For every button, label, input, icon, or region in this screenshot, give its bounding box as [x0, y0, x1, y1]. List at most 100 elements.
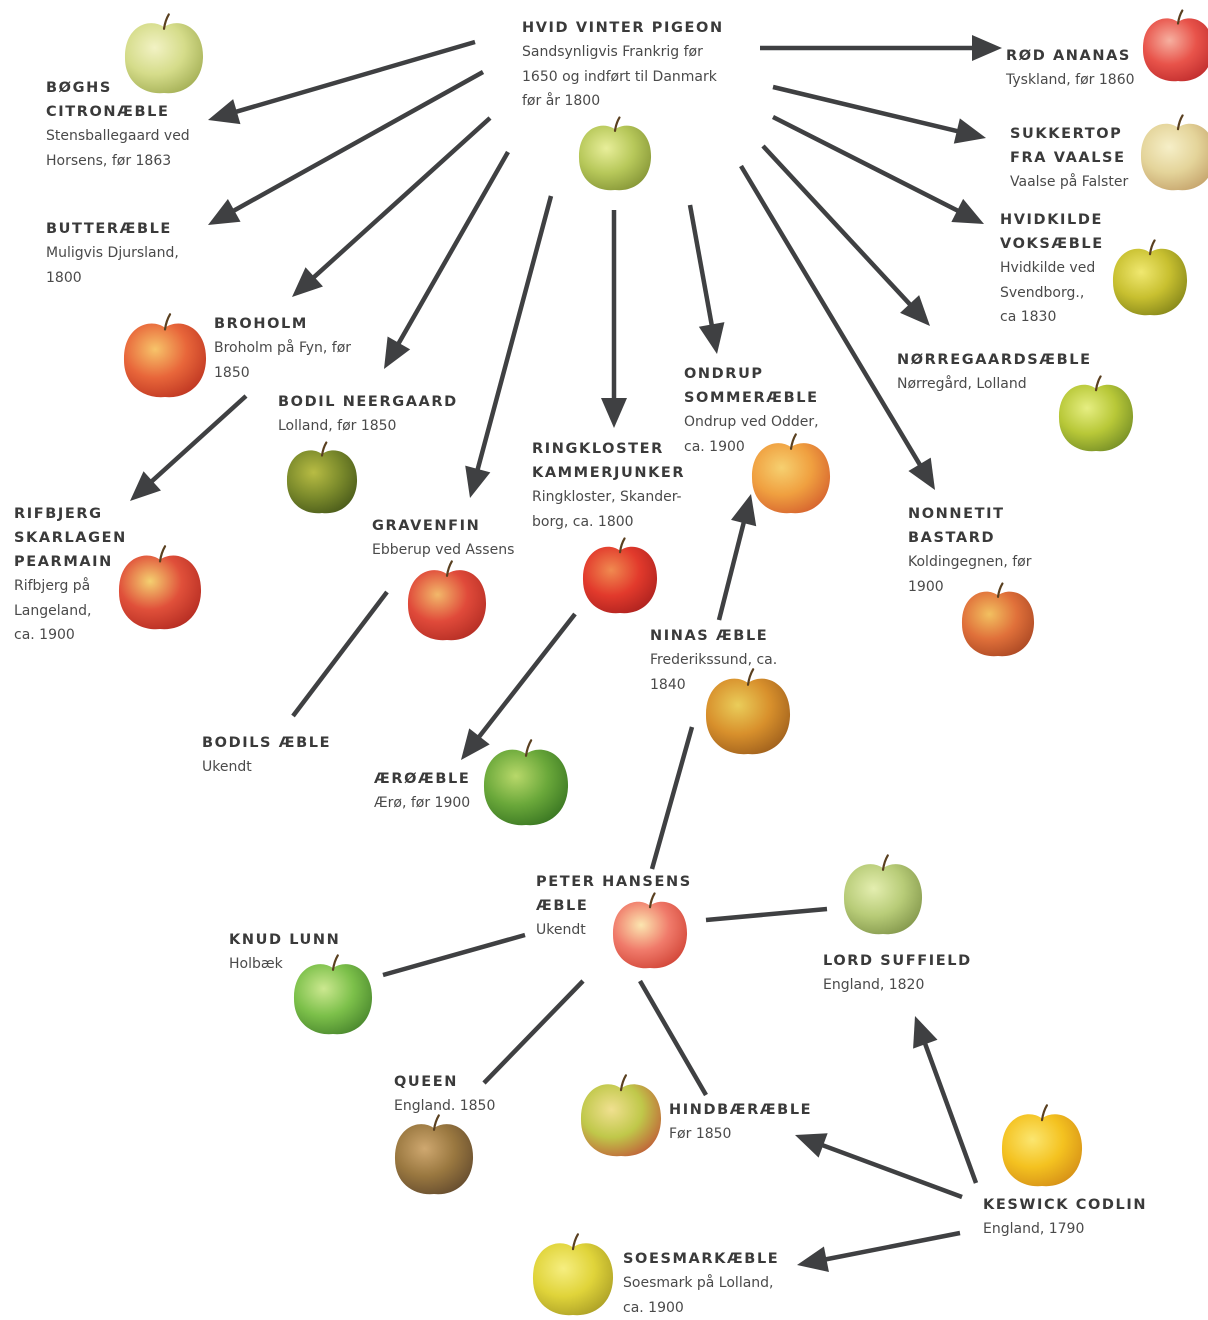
variety-name: BUTTERÆBLE [46, 221, 172, 237]
node-gravenfin: GRAVENFIN Ebberup ved Assens [372, 514, 514, 563]
edge-pigeon-to-broholm [292, 116, 492, 297]
variety-name: BODILS ÆBLE [202, 735, 332, 751]
node-sukkertop: SUKKERTOP FRA VAALSE Vaalse på Falster [1010, 122, 1128, 195]
edge-keswick-to-lord [913, 1016, 979, 1184]
apple-ondrup [751, 433, 831, 516]
variety-origin: Tyskland, før 1860 [1006, 72, 1135, 88]
variety-name: RØD ANANAS [1006, 48, 1131, 64]
node-bodils-aeble: BODILS ÆBLE Ukendt [202, 731, 331, 780]
node-aeroaeble: ÆRØÆBLE Ærø, før 1900 [374, 767, 470, 816]
variety-origin: Ukendt [536, 922, 586, 938]
variety-name: NØRREGAARDSÆBLE [897, 352, 1092, 368]
apple-boghs-citronaeble [124, 13, 204, 96]
apple-lord-suffield [843, 854, 923, 937]
apple-aeroaeble [483, 739, 569, 828]
arrowhead [698, 322, 725, 354]
variety-origin: Ringkloster, Skander- borg, ca. 1800 [532, 489, 682, 530]
edge-pigeon-to-sukkertop [772, 84, 986, 144]
apple-rifbjerg [118, 545, 202, 632]
edge-pigeon-to-ringkloster [601, 210, 627, 428]
variety-name: BROHOLM [214, 316, 308, 332]
node-ondrup: ONDRUP SOMMERÆBLE Ondrup ved Odder, ca. … [684, 362, 819, 459]
node-bodil-neergaard: BODIL NEERGAARD Lolland, før 1850 [278, 390, 458, 439]
variety-name: PETER HANSENS ÆBLE [536, 874, 692, 914]
edge-peter-hindbaer [638, 979, 708, 1097]
edge-pigeon-to-ondrup [687, 204, 725, 354]
variety-origin: Stensballegaard ved Horsens, før 1863 [46, 128, 190, 169]
edge-peter-knud [382, 932, 526, 978]
variety-origin: Hvidkilde ved Svendborg., ca 1830 [1000, 260, 1096, 325]
variety-name: QUEEN [394, 1074, 459, 1090]
node-hvidkilde: HVIDKILDE VOKSÆBLE Hvidkilde ved Svendbo… [1000, 208, 1104, 330]
apple-keswick-codlin [1001, 1104, 1083, 1189]
variety-name: NONNETIT BASTARD [908, 506, 1005, 546]
arrowhead [913, 1016, 938, 1049]
variety-name: HVIDKILDE VOKSÆBLE [1000, 212, 1104, 252]
node-keswick-codlin: KESWICK CODLIN England, 1790 [983, 1193, 1147, 1242]
node-soesmarkaeble: SOESMARKÆBLE Soesmark på Lolland, ca. 19… [623, 1247, 779, 1320]
variety-origin: Ærø, før 1900 [374, 795, 471, 811]
apple-broholm [123, 313, 207, 400]
arrowhead [292, 267, 323, 297]
arrowhead [953, 118, 986, 144]
arrowhead [900, 295, 930, 326]
edge-gravenfin-bodils [291, 590, 389, 718]
variety-name: ONDRUP SOMMERÆBLE [684, 366, 819, 406]
variety-origin: Frederikssund, ca. 1840 [650, 652, 778, 693]
node-peter-hansens: PETER HANSENS ÆBLE Ukendt [536, 870, 692, 943]
variety-origin: Nørregård, Lolland [897, 376, 1027, 392]
arrowhead [797, 1246, 829, 1272]
apple-knud-lunn [293, 954, 373, 1037]
edge-pigeon-to-butter [208, 70, 485, 225]
edge-keswick-to-soesmark [797, 1230, 961, 1272]
apple-rod-ananas [1142, 9, 1208, 84]
variety-origin: Koldingegnen, før 1900 [908, 554, 1032, 595]
arrowhead [384, 336, 411, 369]
arrowhead [130, 471, 161, 501]
edge-pigeon-to-gravenfin [465, 195, 554, 498]
variety-name: KESWICK CODLIN [983, 1197, 1148, 1213]
variety-origin: Før 1850 [669, 1126, 732, 1142]
variety-origin: Holbæk [229, 956, 283, 972]
variety-name: RIFBJERG SKARLAGEN PEARMAIN [14, 506, 127, 570]
node-lord-suffield: LORD SUFFIELD England, 1820 [823, 949, 972, 998]
node-boghs-citronaeble: BØGHS CITRONÆBLE Stensballegaard ved Hor… [46, 76, 190, 173]
variety-name: SUKKERTOP FRA VAALSE [1010, 126, 1126, 166]
apple-sukkertop [1140, 114, 1208, 193]
node-ninas-aeble: NINAS ÆBLE Frederikssund, ca. 1840 [650, 624, 777, 697]
apple-soesmarkaeble [532, 1233, 614, 1318]
variety-name: ÆRØÆBLE [374, 771, 471, 787]
variety-name: LORD SUFFIELD [823, 953, 972, 969]
node-rifbjerg: RIFBJERG SKARLAGEN PEARMAIN Rifbjerg på … [14, 502, 127, 648]
apple-hvidkilde [1112, 239, 1188, 318]
apple-bodil-neergaard [286, 441, 358, 516]
edge-pigeon-to-bodil-neergaard [384, 150, 510, 369]
apple-hvid-vinter-pigeon [578, 116, 652, 193]
variety-origin: Lolland, før 1850 [278, 418, 397, 434]
edge-broholm-to-rifbjerg [130, 394, 248, 501]
variety-origin: Ebberup ved Assens [372, 542, 515, 558]
apple-peter-hansens [612, 892, 688, 971]
node-norregaardsaeble: NØRREGAARDSÆBLE Nørregård, Lolland [897, 348, 1092, 397]
variety-origin: Broholm på Fyn, før 1850 [214, 340, 352, 381]
variety-origin: England, 1820 [823, 977, 925, 993]
node-ringkloster: RINGKLOSTER KAMMERJUNKER Ringkloster, Sk… [532, 437, 685, 534]
variety-origin: Ondrup ved Odder, ca. 1900 [684, 414, 819, 455]
edge-pigeon-to-hvidkilde [771, 114, 984, 224]
variety-name: SOESMARKÆBLE [623, 1251, 780, 1267]
variety-origin: England, 1790 [983, 1221, 1085, 1237]
variety-origin: Vaalse på Falster [1010, 174, 1129, 190]
node-knud-lunn: KNUD LUNN Holbæk [229, 928, 340, 977]
variety-origin: Sandsynligvis Frankrig før 1650 og indfø… [522, 44, 717, 109]
node-hindbaeraeble: HINDBÆRÆBLE Før 1850 [669, 1098, 812, 1147]
apple-hindbaeraeble [580, 1074, 662, 1159]
apple-nonnetit [961, 582, 1035, 659]
arrowhead [972, 35, 1002, 61]
arrowhead [731, 494, 757, 527]
node-queen: QUEEN England. 1850 [394, 1070, 495, 1119]
edge-ringkloster-to-aero [461, 612, 577, 760]
edge-pigeon-to-norregaard [761, 144, 930, 326]
edge-ninas-peter [649, 726, 695, 870]
edge-pigeon-to-boghs [208, 39, 476, 125]
